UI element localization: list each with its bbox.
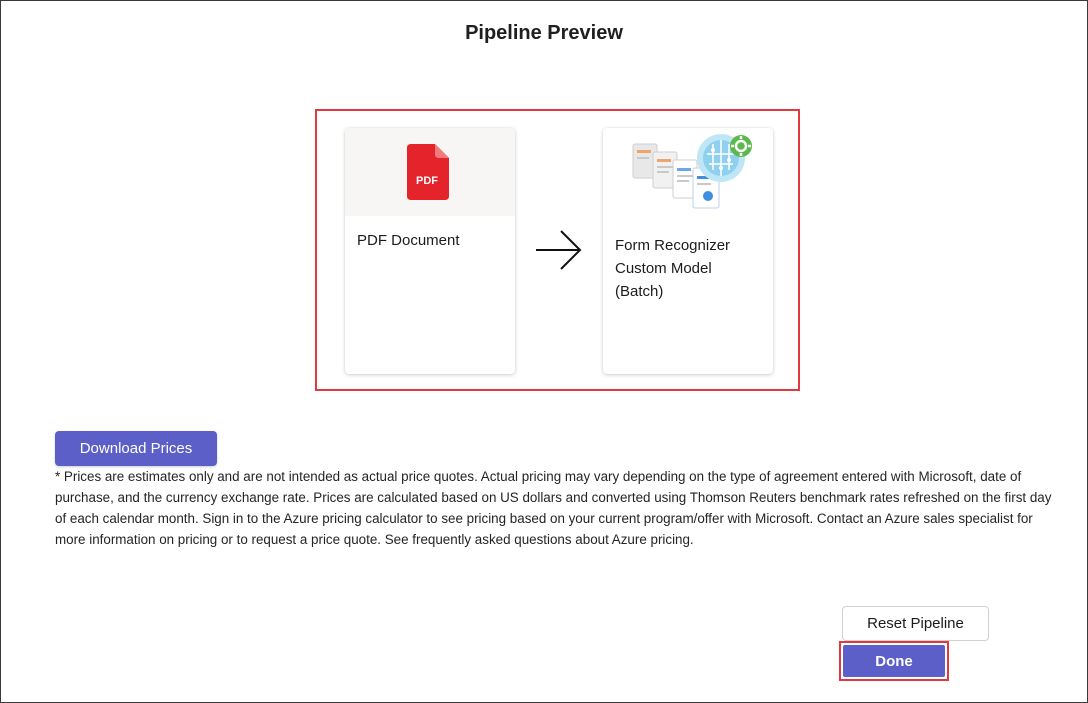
pipeline-step-form-recognizer[interactable]: Form Recognizer Custom Model (Batch) <box>603 128 773 374</box>
pipeline-step-pdf-document[interactable]: PDF PDF Document <box>345 128 515 374</box>
arrow-right-icon <box>536 230 582 270</box>
reset-pipeline-button[interactable]: Reset Pipeline <box>842 606 989 641</box>
step-label-line: Form Recognizer <box>615 237 731 254</box>
pdf-file-icon: PDF <box>407 144 449 200</box>
page-title: Pipeline Preview <box>465 22 623 44</box>
download-prices-button[interactable]: Download Prices <box>55 431 217 466</box>
done-highlight-box <box>839 641 949 681</box>
step-label-line: Custom Model <box>615 260 712 277</box>
step-label-line: (Batch) <box>615 283 664 300</box>
card-icon-area: PDF <box>345 128 515 216</box>
card-icon-area <box>603 128 773 216</box>
pipeline-highlight-box <box>315 109 800 391</box>
step-label: PDF Document <box>357 232 460 249</box>
step-label: Form Recognizer Custom Model (Batch) <box>615 234 730 303</box>
pdf-icon-text: PDF <box>416 175 438 187</box>
done-button[interactable]: Done <box>843 645 945 677</box>
form-recognizer-icon <box>632 134 752 209</box>
pricing-disclaimer: * Prices are estimates only and are not … <box>55 469 1052 547</box>
